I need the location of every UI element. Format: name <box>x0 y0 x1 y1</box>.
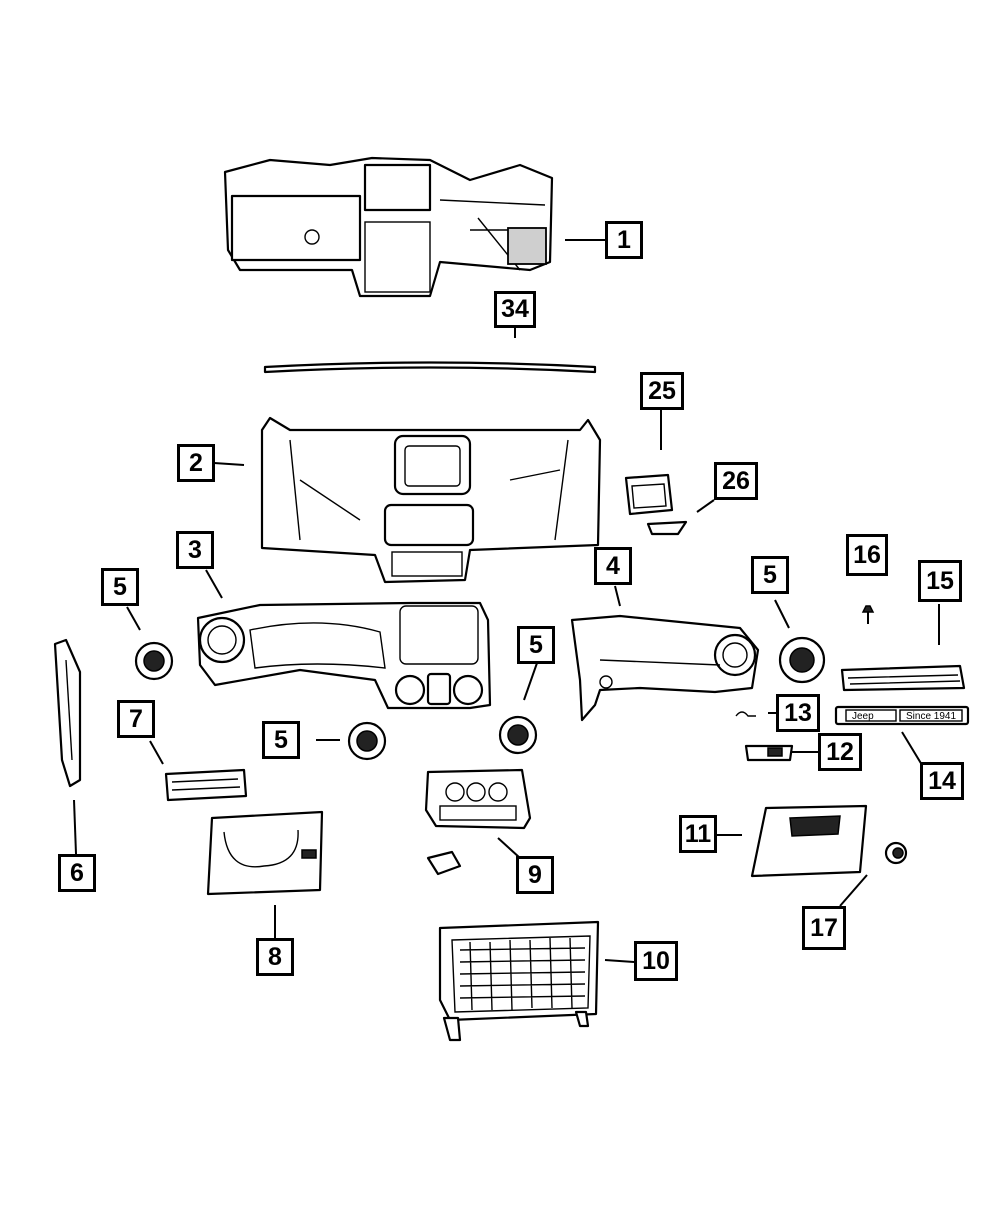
part-26-bracket <box>646 520 688 536</box>
callout-14: 14 <box>920 762 964 800</box>
callout-4: 4 <box>594 547 632 585</box>
callout-25: 25 <box>640 372 684 410</box>
part-5-air-vent-left <box>134 641 174 681</box>
callout-10: 10 <box>634 941 678 981</box>
part-17-knob <box>884 841 908 865</box>
part-10-grille-panel <box>438 920 600 1042</box>
part-1-instrument-panel-frame <box>223 156 554 298</box>
part-13-clip <box>735 711 756 717</box>
part-7-switch-bank <box>164 768 248 802</box>
callout-2: 2 <box>177 444 215 482</box>
part-11-glove-box <box>750 804 868 878</box>
callout-11: 11 <box>679 815 717 853</box>
callout-5-center: 5 <box>262 721 300 759</box>
part-5-air-vent-right <box>778 636 826 684</box>
part-2-instrument-panel-base <box>260 416 602 584</box>
callout-17: 17 <box>802 906 846 950</box>
part-16-fastener <box>861 605 875 624</box>
callout-5-left: 5 <box>101 568 139 606</box>
part-14-badge: Jeep Since 1941 <box>834 705 970 726</box>
callout-26: 26 <box>714 462 758 500</box>
callout-7: 7 <box>117 700 155 738</box>
callout-16: 16 <box>846 534 888 576</box>
callout-15: 15 <box>918 560 962 602</box>
leader-lines <box>73 239 940 963</box>
callout-12: 12 <box>818 733 862 771</box>
callout-6: 6 <box>58 854 96 892</box>
part-3-cluster-bezel <box>196 601 492 710</box>
part-9-center-bezel <box>424 768 532 830</box>
part-5-air-vent-mid <box>498 715 538 755</box>
badge-jeep-text: Jeep <box>852 711 874 722</box>
part-25-component <box>624 473 674 516</box>
callout-1: 1 <box>605 221 643 259</box>
callout-9: 9 <box>516 856 554 894</box>
callout-5-mid: 5 <box>517 626 555 664</box>
part-12-switch <box>744 744 794 762</box>
badge-since-text: Since 1941 <box>906 711 956 722</box>
part-8-lower-panel <box>206 810 324 896</box>
part-34-trim-strip <box>263 361 597 374</box>
callout-34: 34 <box>494 291 536 328</box>
callout-8: 8 <box>256 938 294 976</box>
part-9-knob <box>426 850 462 876</box>
callout-13: 13 <box>776 694 820 732</box>
callout-3: 3 <box>176 531 214 569</box>
part-5-air-vent-center <box>347 721 387 761</box>
callout-5-right: 5 <box>751 556 789 594</box>
part-6-side-trim <box>53 638 82 788</box>
part-4-passenger-panel <box>570 614 760 722</box>
part-15-handle-bar <box>840 664 966 692</box>
